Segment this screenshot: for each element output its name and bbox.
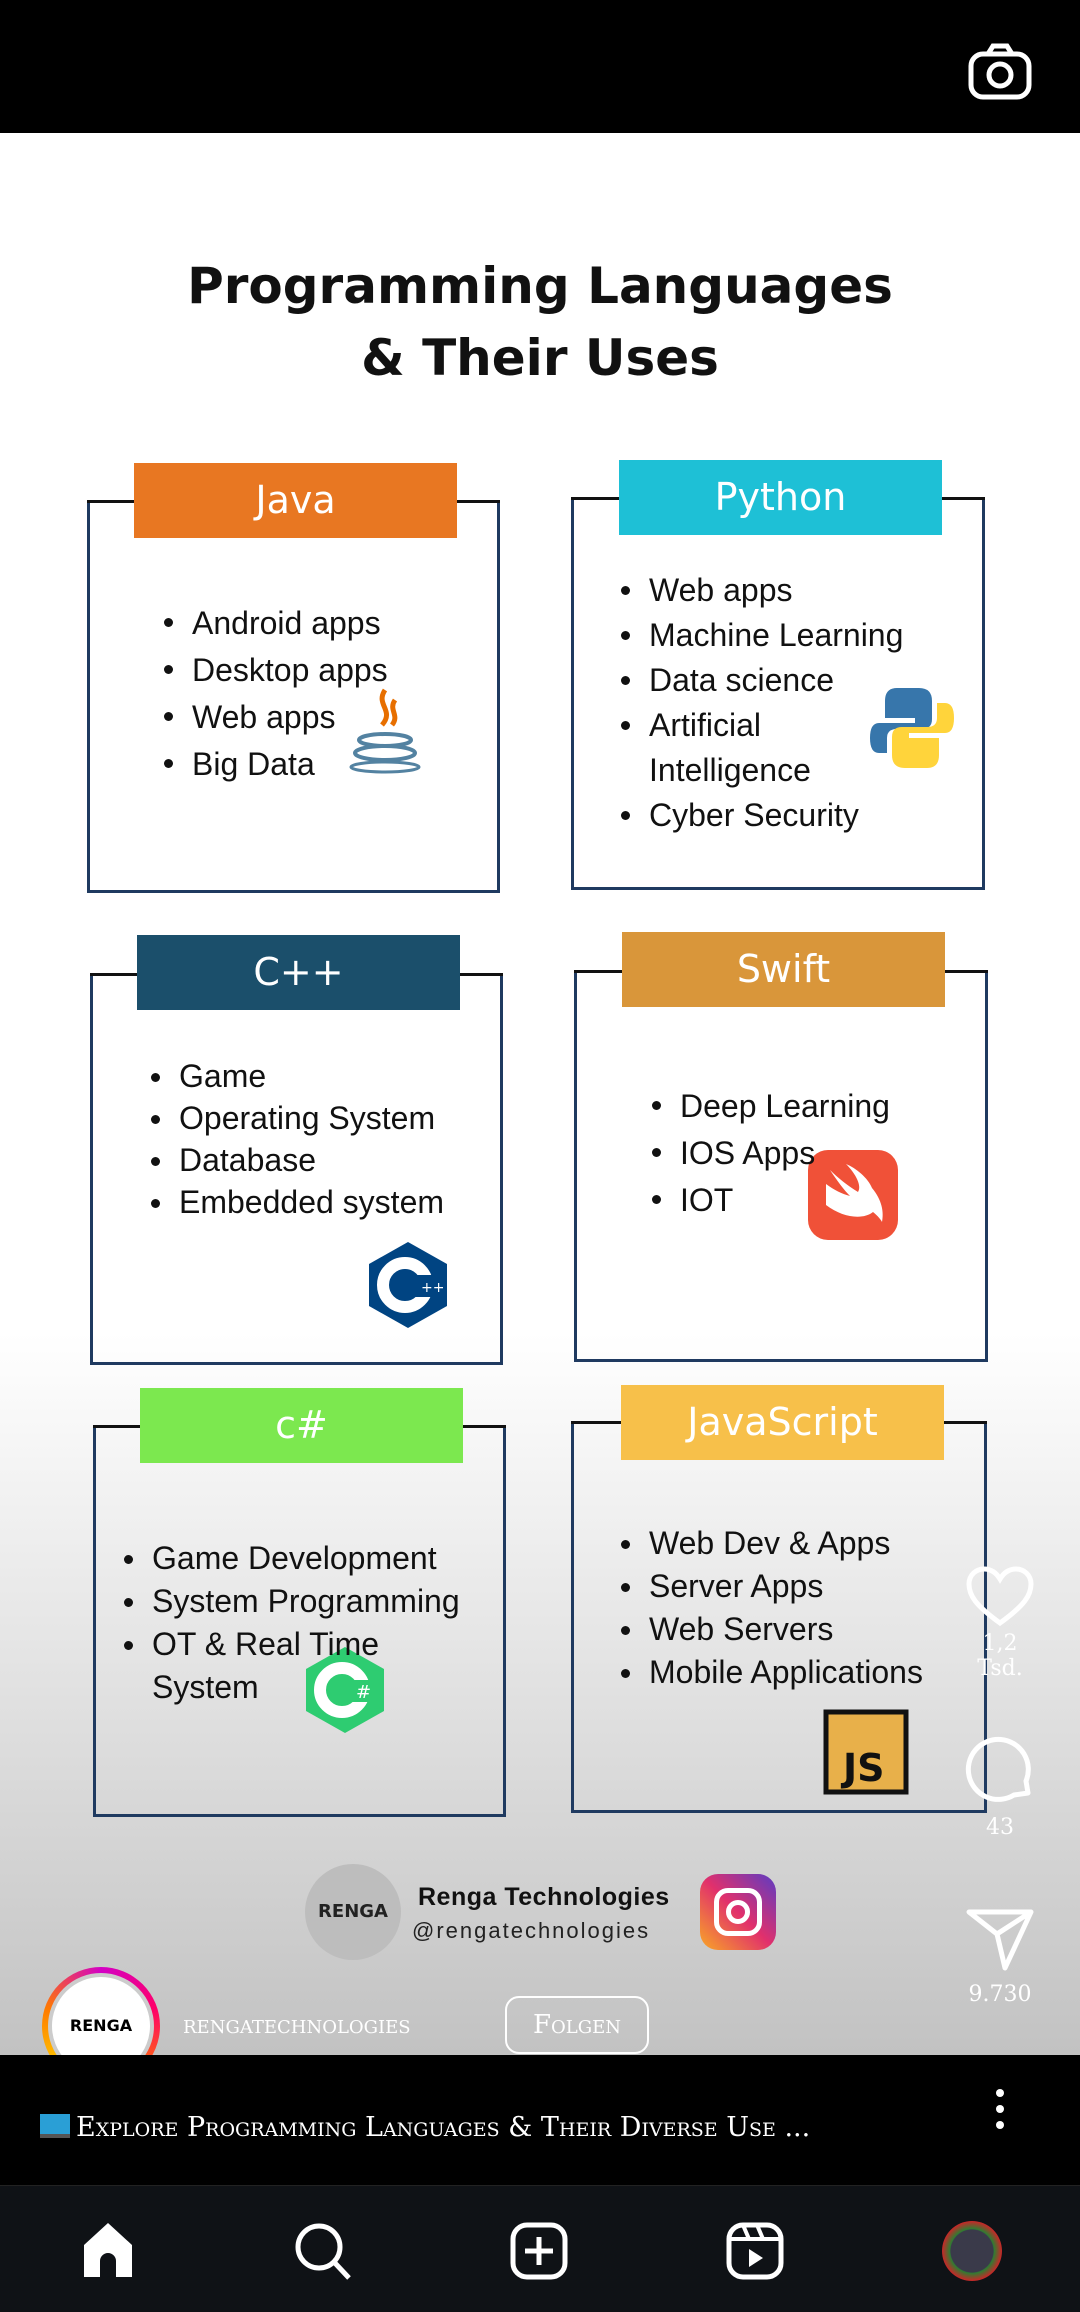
brand-logo: RENGA — [305, 1864, 401, 1960]
caption-bar — [0, 2055, 1080, 2185]
card-item: Artificial — [617, 703, 903, 748]
card-java — [87, 500, 500, 893]
card-item: Desktop apps — [160, 647, 388, 694]
card-item: Deep Learning — [648, 1083, 890, 1130]
card-item: Android apps — [160, 600, 388, 647]
python-icon — [867, 683, 957, 773]
js-icon: JS — [821, 1707, 911, 1797]
instagram-icon — [700, 1874, 776, 1950]
card-python — [571, 497, 985, 890]
card-item: Web Dev & Apps — [617, 1522, 923, 1565]
more-options-icon[interactable] — [985, 2085, 1015, 2135]
card-item: Web apps — [617, 568, 903, 613]
card-cxx — [90, 973, 503, 1365]
card-item: Web apps — [160, 694, 388, 741]
card-cx — [93, 1425, 506, 1817]
card-item: IOT — [648, 1177, 890, 1224]
card-header: c# — [140, 1388, 463, 1463]
card-item: Mobile Applications — [617, 1651, 923, 1694]
card-item: Big Data — [160, 741, 388, 788]
send-icon — [966, 1909, 1034, 1971]
card-item: Game Development — [120, 1537, 460, 1580]
heart-icon — [966, 1566, 1034, 1627]
java-coffee-icon — [340, 685, 430, 775]
comment-button[interactable]: 43 — [960, 1733, 1040, 1840]
top-bar — [0, 0, 1080, 133]
caption[interactable]: Explore Programming Languages & Their Di… — [40, 2112, 810, 2143]
cpp-icon: ++ — [363, 1240, 453, 1330]
card-swift — [574, 970, 988, 1362]
card-header: Python — [619, 460, 942, 535]
card-item: IOS Apps — [648, 1130, 890, 1177]
card-item: Machine Learning — [617, 613, 903, 658]
brand-name: Renga Technologies — [418, 1883, 670, 1911]
card-header: JavaScript — [621, 1385, 944, 1460]
swift-icon — [808, 1150, 898, 1240]
share-button[interactable]: 9.730 — [960, 1906, 1040, 2007]
search-icon[interactable] — [293, 2221, 353, 2281]
svg-text:JS: JS — [840, 1746, 885, 1790]
like-count: 1,2 Tsd. — [977, 1631, 1023, 1681]
card-item: Database — [147, 1139, 444, 1181]
card-item: Embedded system — [147, 1181, 444, 1223]
card-item: System — [152, 1669, 259, 1705]
bottom-nav — [0, 2185, 1080, 2312]
like-button[interactable]: 1,2 Tsd. — [960, 1565, 1040, 1681]
camera-icon[interactable] — [968, 42, 1032, 100]
post-title: Programming Languages& Their Uses — [187, 257, 893, 387]
card-item: Web Servers — [617, 1608, 923, 1651]
reels-icon[interactable] — [725, 2221, 785, 2281]
card-item: Intelligence — [649, 752, 811, 788]
username[interactable]: rengatechnologies — [183, 2010, 411, 2040]
card-item: Game — [147, 1055, 444, 1097]
card-header: Swift — [622, 932, 945, 1007]
create-icon[interactable] — [509, 2221, 569, 2281]
follow-button[interactable]: Folgen — [505, 1996, 649, 2054]
svg-text:++: ++ — [421, 1280, 444, 1296]
card-item: Server Apps — [617, 1565, 923, 1608]
comment-count: 43 — [986, 1815, 1014, 1840]
home-icon[interactable] — [78, 2221, 138, 2281]
card-header: C++ — [137, 935, 460, 1010]
card-item: System Programming — [120, 1580, 460, 1623]
svg-text:#: # — [356, 1682, 371, 1703]
comment-icon — [965, 1736, 1031, 1802]
card-item: Operating System — [147, 1097, 444, 1139]
share-count: 9.730 — [968, 1982, 1032, 2007]
computer-icon — [40, 2114, 70, 2138]
card-item: OT & Real Time — [120, 1623, 460, 1666]
csharp-icon: # — [300, 1645, 390, 1735]
card-javascript — [571, 1421, 987, 1813]
brand-handle: @rengatechnologies — [412, 1918, 651, 1943]
card-item: Cyber Security — [617, 793, 903, 838]
card-item: Data science — [617, 658, 903, 703]
profile-avatar[interactable] — [942, 2221, 1002, 2281]
card-header: Java — [134, 463, 457, 538]
